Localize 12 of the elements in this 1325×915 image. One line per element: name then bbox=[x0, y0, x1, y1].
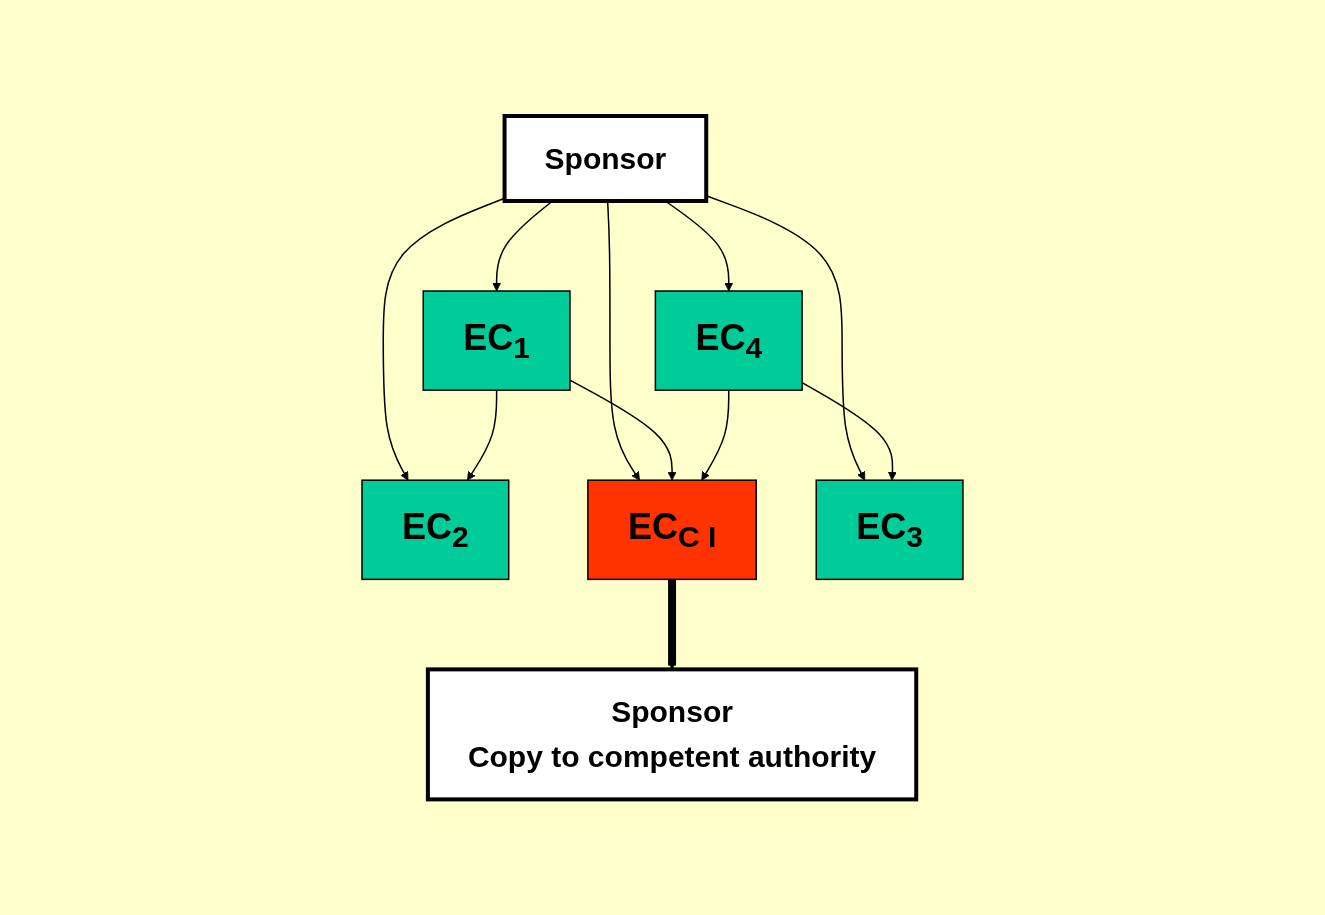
node-box: EC$_{C I}$ bbox=[587, 479, 757, 580]
node-box: EC$_{2}$ bbox=[361, 479, 510, 580]
arrow bbox=[701, 389, 730, 481]
arrow bbox=[492, 200, 554, 292]
node-box: EC$_{3}$ bbox=[815, 479, 964, 580]
node-box: EC$_{4}$ bbox=[654, 290, 803, 391]
node-box: Sponsor bbox=[502, 113, 709, 203]
node-box: Sponsor Copy to competent authority bbox=[425, 667, 919, 802]
node-box: EC$_{1}$ bbox=[422, 290, 571, 391]
arrow bbox=[606, 200, 640, 481]
arrow bbox=[667, 579, 677, 670]
arrow bbox=[467, 389, 498, 481]
